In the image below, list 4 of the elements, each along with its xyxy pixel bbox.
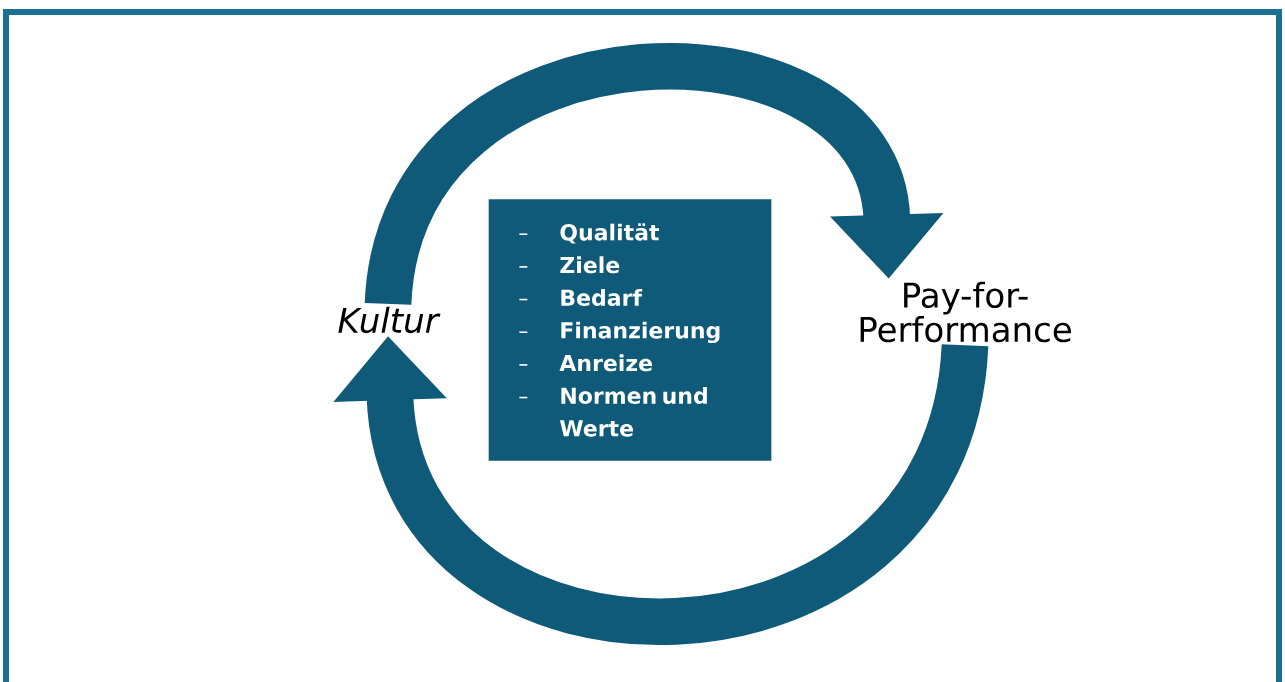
list-box: Qualität Ziele Bedarf Finanzierung Anreize Normen und Werte [488,199,772,461]
label-text: Kultur [338,306,441,334]
curved-arrow [365,44,944,308]
label-text: Pay-for-Performance [860,281,1071,343]
